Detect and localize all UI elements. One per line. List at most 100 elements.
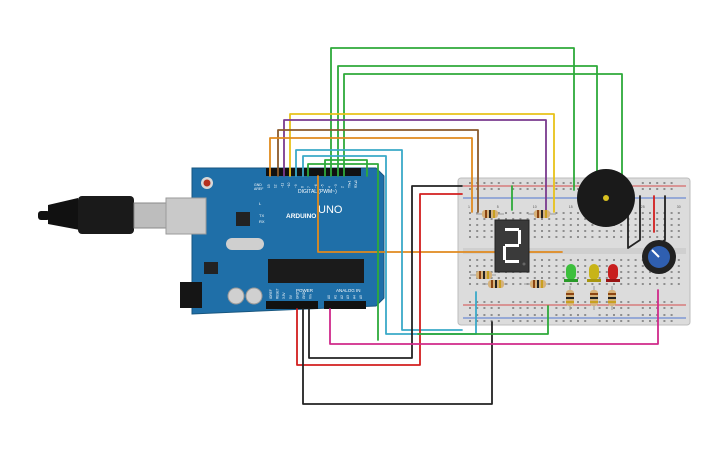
breadboard-rail-hole[interactable]	[649, 188, 651, 190]
breadboard-rail-hole[interactable]	[541, 320, 543, 322]
breadboard-hole[interactable]	[490, 236, 493, 238]
breadboard-hole[interactable]	[512, 218, 515, 220]
breadboard-rail-hole[interactable]	[627, 320, 630, 322]
breadboard-rail-hole[interactable]	[541, 188, 543, 190]
breadboard-hole[interactable]	[562, 236, 565, 238]
breadboard-hole[interactable]	[497, 212, 500, 214]
breadboard-rail-hole[interactable]	[469, 188, 471, 190]
breadboard-rail-hole[interactable]	[627, 314, 630, 316]
resistor-4[interactable]	[482, 280, 508, 288]
breadboard-rail-hole[interactable]	[598, 301, 601, 303]
breadboard-rail-hole[interactable]	[605, 314, 608, 316]
breadboard-hole[interactable]	[584, 236, 587, 238]
breadboard-rail-hole[interactable]	[577, 182, 579, 184]
breadboard-rail-hole[interactable]	[562, 307, 565, 309]
breadboard-hole[interactable]	[670, 212, 673, 214]
breadboard-hole[interactable]	[670, 271, 673, 273]
breadboard-rail-hole[interactable]	[562, 182, 565, 184]
breadboard-rail-hole[interactable]	[541, 301, 543, 303]
breadboard-hole[interactable]	[541, 277, 543, 279]
breadboard-rail-hole[interactable]	[512, 314, 515, 316]
breadboard-rail-hole[interactable]	[663, 188, 666, 190]
breadboard-hole[interactable]	[519, 277, 522, 279]
breadboard-hole[interactable]	[677, 218, 680, 220]
breadboard-hole[interactable]	[613, 259, 615, 261]
breadboard-hole[interactable]	[562, 218, 565, 220]
breadboard-hole[interactable]	[605, 230, 608, 232]
resistor-3[interactable]	[470, 271, 496, 279]
breadboard-hole[interactable]	[656, 236, 659, 238]
wires[interactable]	[269, 47, 666, 405]
breadboard-hole[interactable]	[490, 265, 493, 267]
breadboard-hole[interactable]	[548, 218, 551, 220]
breadboard-rail-hole[interactable]	[584, 314, 587, 316]
breadboard-rail-hole[interactable]	[483, 301, 486, 303]
breadboard-hole[interactable]	[497, 218, 500, 220]
breadboard-rail-hole[interactable]	[641, 320, 644, 322]
breadboard-rail-hole[interactable]	[627, 301, 630, 303]
breadboard-hole[interactable]	[649, 230, 651, 232]
potentiometer[interactable]	[642, 240, 676, 274]
breadboard-hole[interactable]	[577, 271, 579, 273]
breadboard-hole[interactable]	[598, 230, 601, 232]
breadboard-hole[interactable]	[656, 218, 659, 220]
breadboard-hole[interactable]	[577, 283, 579, 285]
breadboard-hole[interactable]	[634, 236, 637, 238]
breadboard-hole[interactable]	[569, 212, 572, 214]
breadboard-hole[interactable]	[490, 259, 493, 261]
breadboard-hole[interactable]	[620, 283, 623, 285]
wire-green-6[interactable]	[417, 305, 549, 335]
breadboard-hole[interactable]	[476, 212, 479, 214]
breadboard-rail-hole[interactable]	[512, 307, 515, 309]
breadboard-hole[interactable]	[670, 283, 673, 285]
breadboard-hole[interactable]	[469, 236, 471, 238]
breadboard-rail-hole[interactable]	[519, 314, 522, 316]
breadboard-hole[interactable]	[634, 271, 637, 273]
breadboard-hole[interactable]	[505, 277, 507, 279]
breadboard-rail-hole[interactable]	[577, 320, 579, 322]
breadboard-rail-hole[interactable]	[512, 301, 515, 303]
led-red[interactable]	[606, 264, 620, 282]
breadboard-rail-hole[interactable]	[569, 182, 572, 184]
breadboard-hole[interactable]	[649, 236, 651, 238]
breadboard-hole[interactable]	[591, 283, 594, 285]
breadboard-hole[interactable]	[469, 271, 471, 273]
wire-cyan-2[interactable]	[302, 155, 477, 335]
breadboard-hole[interactable]	[649, 212, 651, 214]
breadboard-rail-hole[interactable]	[555, 320, 558, 322]
breadboard-rail-hole[interactable]	[670, 182, 673, 184]
breadboard-hole[interactable]	[533, 224, 536, 226]
breadboard-hole[interactable]	[584, 218, 587, 220]
breadboard-hole[interactable]	[490, 218, 493, 220]
breadboard-hole[interactable]	[476, 236, 479, 238]
breadboard-hole[interactable]	[584, 265, 587, 267]
breadboard-hole[interactable]	[541, 265, 543, 267]
breadboard-hole[interactable]	[591, 259, 594, 261]
breadboard-hole[interactable]	[634, 259, 637, 261]
breadboard-rail-hole[interactable]	[577, 301, 579, 303]
breadboard-hole[interactable]	[634, 212, 637, 214]
breadboard-hole[interactable]	[469, 283, 471, 285]
breadboard-hole[interactable]	[562, 259, 565, 261]
breadboard-hole[interactable]	[555, 218, 558, 220]
breadboard-hole[interactable]	[519, 283, 522, 285]
breadboard-hole[interactable]	[555, 271, 558, 273]
breadboard-rail-hole[interactable]	[577, 307, 579, 309]
breadboard-rail-hole[interactable]	[569, 307, 572, 309]
breadboard-rail-hole[interactable]	[569, 314, 572, 316]
breadboard-rail-hole[interactable]	[577, 188, 579, 190]
breadboard-rail-hole[interactable]	[526, 320, 529, 322]
breadboard-rail-hole[interactable]	[555, 301, 558, 303]
breadboard-rail-hole[interactable]	[598, 307, 601, 309]
breadboard-hole[interactable]	[649, 283, 651, 285]
breadboard-rail-hole[interactable]	[569, 188, 572, 190]
breadboard-hole[interactable]	[677, 271, 680, 273]
breadboard-rail-hole[interactable]	[541, 182, 543, 184]
wire-black-3[interactable]	[627, 195, 641, 249]
resistor-7[interactable]	[590, 286, 598, 310]
breadboard-rail-hole[interactable]	[490, 301, 493, 303]
breadboard-rail-hole[interactable]	[512, 188, 515, 190]
breadboard-rail-hole[interactable]	[649, 301, 651, 303]
breadboard-hole[interactable]	[605, 283, 608, 285]
analog-header[interactable]	[324, 301, 366, 309]
